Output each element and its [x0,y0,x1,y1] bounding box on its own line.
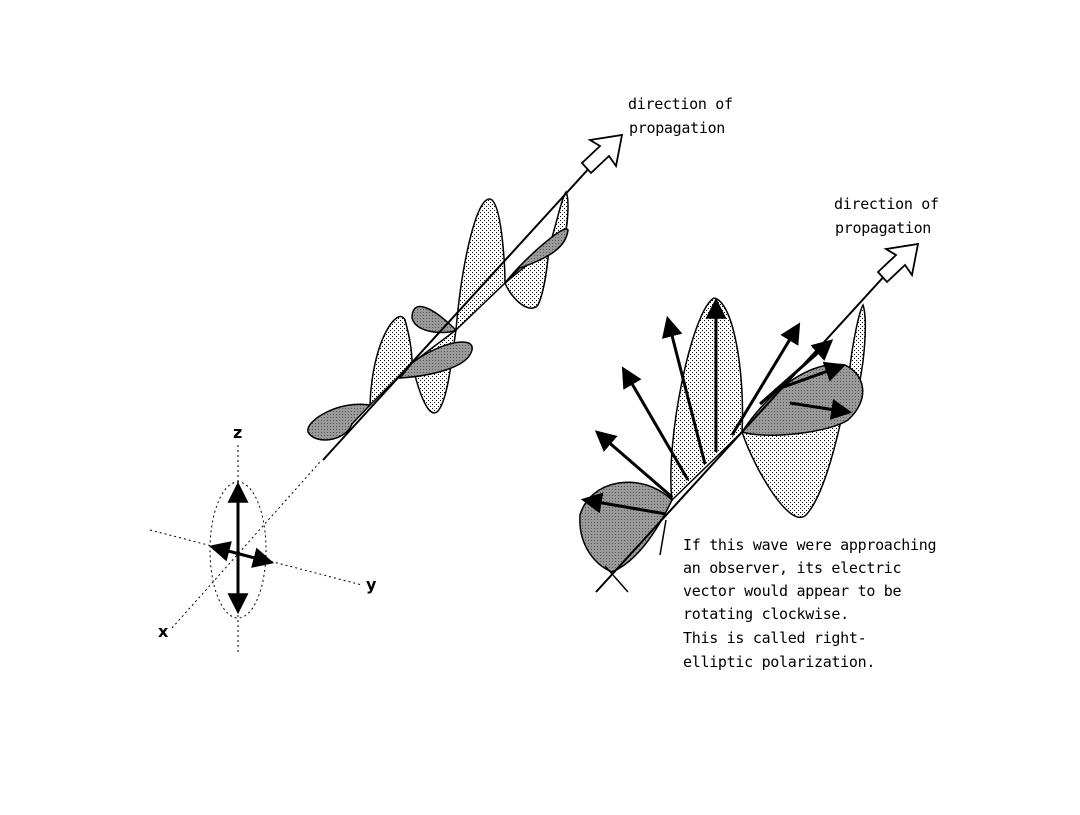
horizontal-wave-lobe [740,363,864,436]
vertical-wave-lobe [847,303,867,387]
right-wave-figure [579,242,920,593]
direction-arrow [580,133,624,175]
caption-line: rotating clockwise. [683,605,849,623]
axis-tick [659,519,667,556]
axis-tick [604,565,629,593]
vertical-wave-lobe [369,315,413,407]
caption-line: vector would appear to be [683,582,902,600]
x-axis-label: x [158,622,169,641]
caption-line: an observer, its electric [683,559,902,577]
electric-vector [621,366,690,481]
caption-line: This is called right- [683,629,867,647]
direction-arrow [876,242,920,284]
electric-vector [580,492,667,516]
horizontal-wave-lobe [307,403,372,441]
horizontal-wave-lobe [411,305,458,334]
y-axis-label: y [366,575,377,594]
propagation-axis [322,164,593,461]
z-axis-label: z [233,423,243,442]
caption-line: elliptic polarization. [683,653,876,671]
propagation-axis [595,271,889,593]
x-axis [171,461,321,629]
electric-vector [730,322,801,436]
electric-vector [594,430,673,499]
caption-line: If this wave were approaching [683,536,937,554]
y-axis [149,529,363,586]
electric-vector [774,361,846,392]
vertical-wave-lobe [455,198,506,332]
electric-vector [662,315,707,465]
y-double-arrow [208,541,275,568]
left-wave-figure [149,133,624,655]
left-direction-label-line2: propagation [629,119,726,137]
left-direction-label-line1: direction of [628,95,733,113]
electric-vector [759,339,834,406]
right-direction-label-line2: propagation [835,219,932,237]
horizontal-wave-lobe [398,341,473,379]
right-direction-label-line1: direction of [834,195,939,213]
electric-vector [789,399,853,420]
horizontal-wave-lobe [504,228,569,284]
